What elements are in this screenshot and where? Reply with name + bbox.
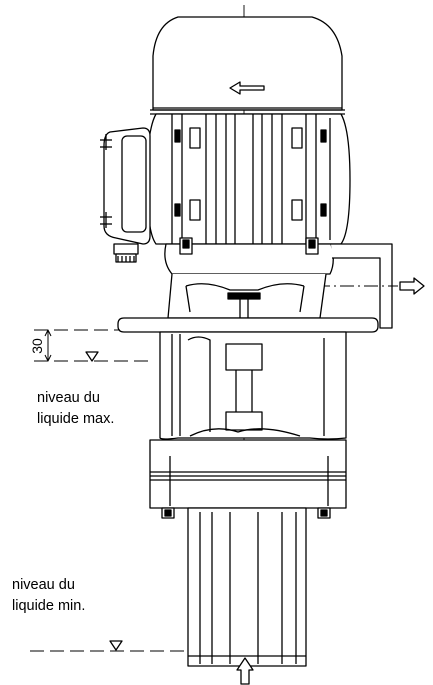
right-arrow-icon [399, 277, 425, 295]
left-arrow-icon [229, 81, 265, 95]
mounting-plate [117, 317, 379, 333]
level-max-label-line2: liquide max. [37, 411, 115, 427]
lantern [167, 273, 327, 319]
dimension-value: 30 [29, 338, 45, 354]
up-arrow-icon [236, 657, 254, 685]
level-min-label-line1: niveau du [12, 577, 75, 593]
motor-body [146, 113, 351, 245]
pump-bowl [149, 439, 347, 519]
level-lines [30, 329, 190, 652]
suction-tube [187, 507, 307, 667]
terminal-box [100, 127, 151, 263]
pump-housing [159, 331, 347, 440]
motor-flange [164, 237, 334, 275]
fan-hood [150, 16, 345, 115]
level-max-label-line1: niveau du [37, 390, 100, 406]
level-min-label-line2: liquide min. [12, 598, 86, 614]
triangle-down-icon [109, 640, 123, 651]
outlet-pipe [316, 243, 398, 329]
triangle-down-icon [85, 351, 99, 362]
